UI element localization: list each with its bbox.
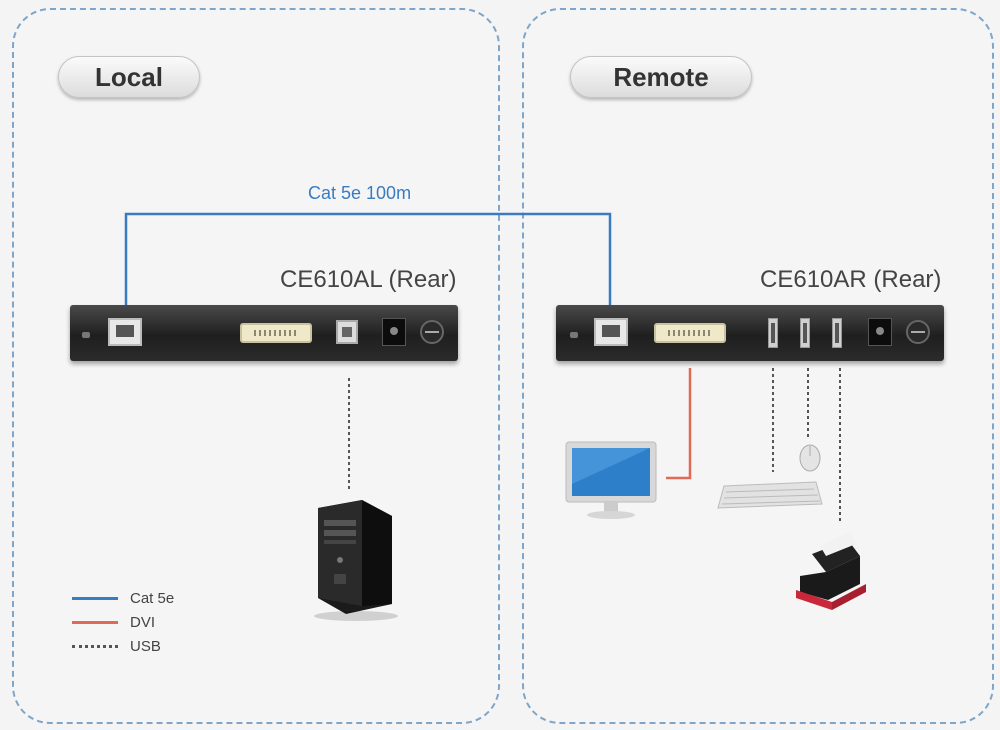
legend-label: USB [130, 637, 161, 655]
legend-label: Cat 5e [130, 589, 175, 607]
legend-swatch [72, 620, 118, 624]
cable-label: Cat 5e 100m [308, 183, 412, 203]
ground-screw-icon [906, 320, 930, 344]
rj45-port-icon [108, 318, 142, 346]
legend-item-usb: USB [72, 634, 174, 658]
status-led-icon [82, 332, 90, 338]
remote-zone-panel [522, 8, 994, 724]
power-jack-icon [868, 318, 892, 346]
keyboard-icon [717, 481, 823, 509]
pc-tower-icon [314, 500, 398, 621]
ground-screw-icon [420, 320, 444, 344]
remote-dvi-line [666, 368, 692, 480]
usb-a-port-icon [832, 318, 842, 348]
local-model-label: CE610AL (Rear) [280, 266, 457, 293]
legend-item-cat5e: Cat 5e [72, 586, 174, 610]
usb-a-port-icon [768, 318, 778, 348]
dvi-port-icon [240, 323, 312, 343]
legend: Cat 5e DVI USB [72, 586, 174, 658]
printer-icon [796, 532, 866, 610]
legend-swatch [72, 644, 118, 648]
local-zone-label: Local [58, 56, 200, 98]
legend-item-dvi: DVI [72, 610, 174, 634]
status-led-icon [570, 332, 578, 338]
rj45-port-icon [594, 318, 628, 346]
remote-zone-label: Remote [570, 56, 752, 98]
dvi-port-icon [654, 323, 726, 343]
mouse-icon [799, 444, 821, 472]
local-zone-panel [12, 8, 500, 724]
power-jack-icon [382, 318, 406, 346]
monitor-icon [565, 441, 657, 519]
legend-swatch [72, 596, 118, 600]
remote-extender-device [556, 305, 944, 361]
usb-a-port-icon [800, 318, 810, 348]
usb-b-port-icon [336, 320, 358, 344]
legend-label: DVI [130, 613, 156, 631]
local-extender-device [70, 305, 458, 361]
remote-model-label: CE610AR (Rear) [760, 266, 942, 293]
cat5e-cable-line [124, 212, 612, 322]
